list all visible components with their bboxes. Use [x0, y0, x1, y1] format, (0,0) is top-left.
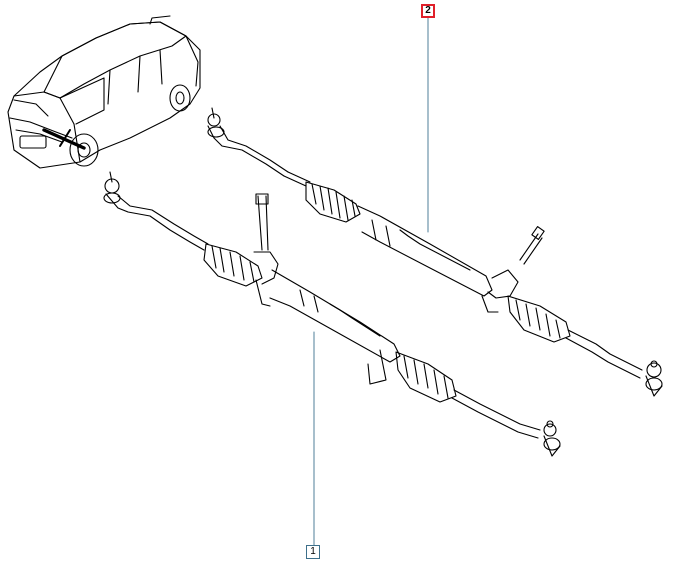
steering-rack-2 — [207, 107, 663, 397]
steering-rack-1 — [103, 171, 561, 457]
callout-label-1[interactable]: 1 — [306, 545, 320, 559]
vehicle-location-icon — [7, 15, 201, 169]
callout-label-2[interactable]: 2 — [421, 4, 435, 18]
leader-lines — [313, 17, 429, 546]
